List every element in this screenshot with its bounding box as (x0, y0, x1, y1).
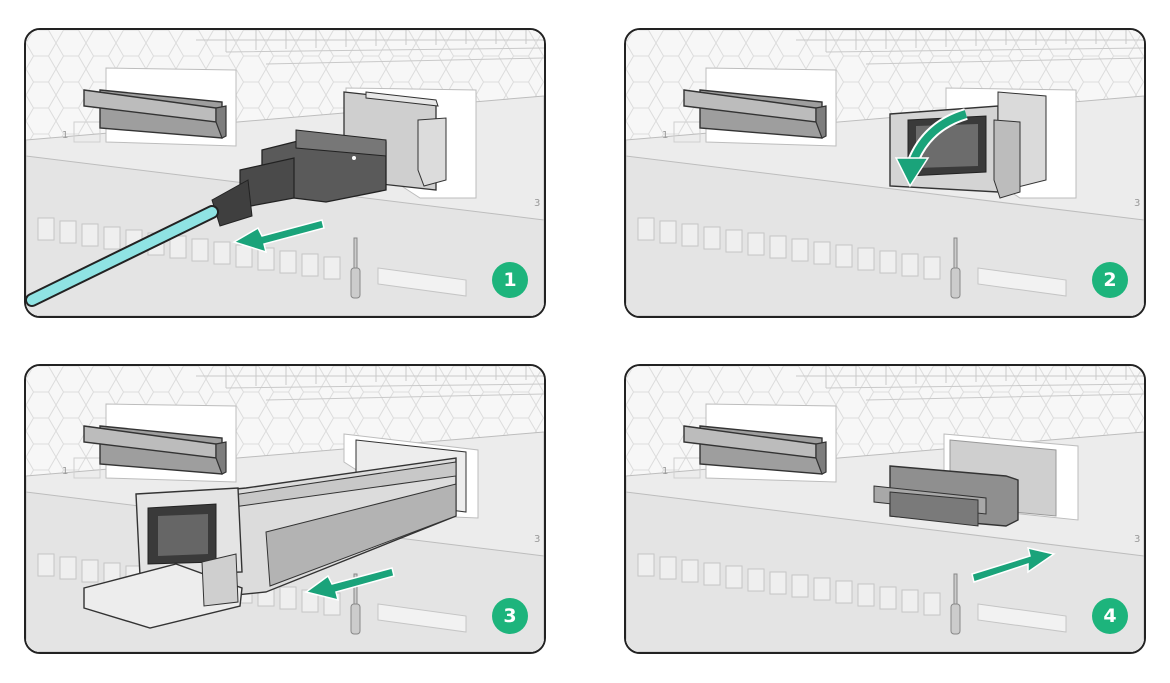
step-4-panel: 4 (624, 364, 1146, 654)
arrow-out-icon (304, 567, 395, 602)
step-badge: 4 (1092, 598, 1128, 634)
step-1-panel: 1 (24, 28, 546, 318)
step-badge: 2 (1092, 262, 1128, 298)
step-4-illustration (626, 366, 1144, 652)
step-badge: 3 (492, 598, 528, 634)
step-badge: 1 (492, 262, 528, 298)
step-2-panel: 2 (624, 28, 1146, 318)
arrow-in-icon (971, 546, 1056, 583)
step-3-illustration (26, 366, 544, 652)
arrow-out-icon (232, 219, 325, 254)
step-3-panel: 3 (24, 364, 546, 654)
step-2-illustration (626, 30, 1144, 316)
curved-arrow-icon (894, 108, 968, 188)
step-1-illustration (26, 30, 544, 316)
